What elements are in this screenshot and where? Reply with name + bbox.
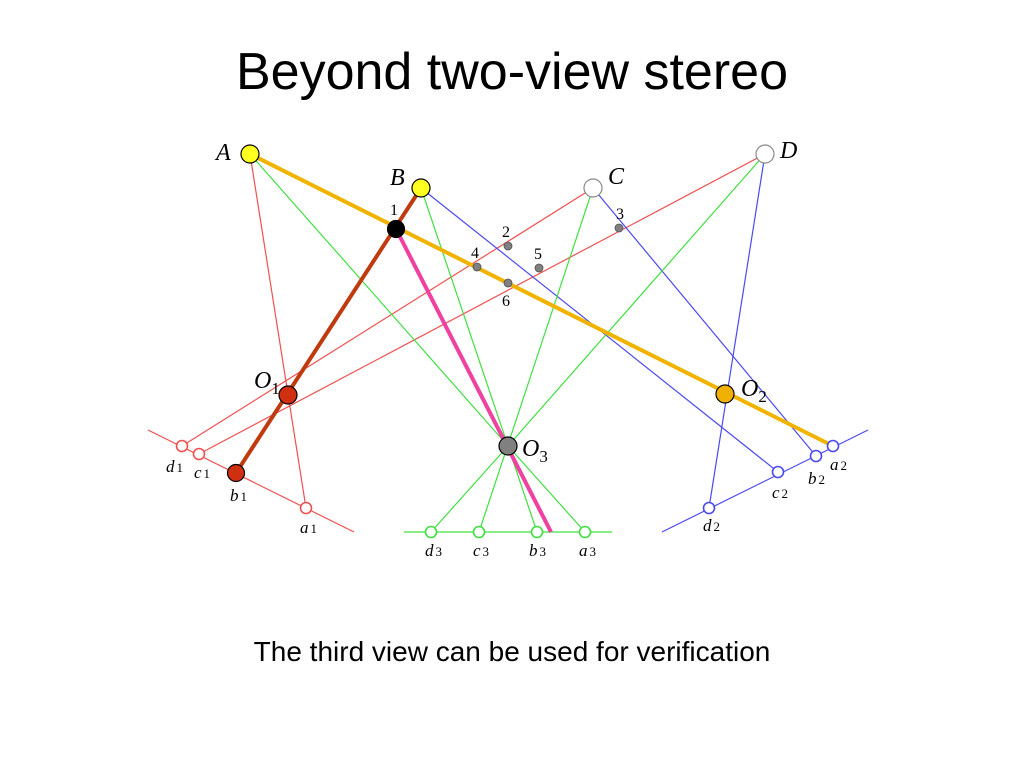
label-O2: O2 xyxy=(741,376,767,406)
ray-3-c1 xyxy=(198,153,766,455)
ray-A-O3 xyxy=(249,153,509,447)
label-n5: 5 xyxy=(534,246,542,263)
slide-title: Beyond two-view stereo xyxy=(235,43,789,101)
point-O2 xyxy=(715,384,735,404)
point-b3 xyxy=(530,525,544,539)
label-O3: O3 xyxy=(522,436,548,466)
label-A: A xyxy=(214,140,231,166)
label-B: B xyxy=(390,165,405,191)
ray-D-d2 xyxy=(708,153,766,509)
point-O3 xyxy=(498,436,518,456)
label-C: C xyxy=(608,164,625,190)
label-D: D xyxy=(779,138,797,164)
point-O1 xyxy=(278,385,298,405)
scene-points xyxy=(226,144,775,483)
point-C xyxy=(583,178,603,198)
point-1 xyxy=(386,219,406,239)
label-O1: O1 xyxy=(254,368,280,398)
point-b2 xyxy=(809,449,823,463)
label-n1: 1 xyxy=(390,202,398,219)
point-D xyxy=(755,144,775,164)
ray-O3-a3 xyxy=(507,445,586,533)
point-c1 xyxy=(192,447,206,461)
point-4 xyxy=(472,262,482,272)
ray-C-b2 xyxy=(592,187,817,457)
label-n3: 3 xyxy=(616,206,624,223)
point-d1 xyxy=(175,439,189,453)
ray-C-d1 xyxy=(181,187,594,447)
point-2 xyxy=(503,241,513,251)
point-B xyxy=(411,178,431,198)
ray-B-b3 xyxy=(420,187,538,533)
image-points xyxy=(175,439,840,539)
point-A xyxy=(240,144,260,164)
point-d3 xyxy=(424,525,438,539)
point-c3 xyxy=(472,525,486,539)
point-b1 xyxy=(226,463,246,483)
line-1-b3 xyxy=(394,228,553,533)
view3-rays xyxy=(249,153,766,533)
label-n6: 6 xyxy=(502,293,510,310)
point-a2 xyxy=(826,439,840,453)
intersection-points xyxy=(472,223,624,288)
point-a3 xyxy=(578,525,592,539)
ray-O3-d3 xyxy=(430,445,509,533)
slide-caption: The third view can be used for verificat… xyxy=(253,636,771,667)
ray-C-c3 xyxy=(478,187,594,533)
view2-rays xyxy=(420,153,869,533)
point-a1 xyxy=(299,501,313,515)
label-n4: 4 xyxy=(471,245,479,262)
ray-A-O1 xyxy=(249,153,307,509)
point-5 xyxy=(534,263,544,273)
point-3 xyxy=(614,223,624,233)
line-A-a2 xyxy=(249,152,834,448)
point-c2 xyxy=(771,465,785,479)
point-d2 xyxy=(702,501,716,515)
point-6 xyxy=(503,278,513,288)
ray-D-O3 xyxy=(507,153,766,447)
label-n2: 2 xyxy=(502,224,510,241)
